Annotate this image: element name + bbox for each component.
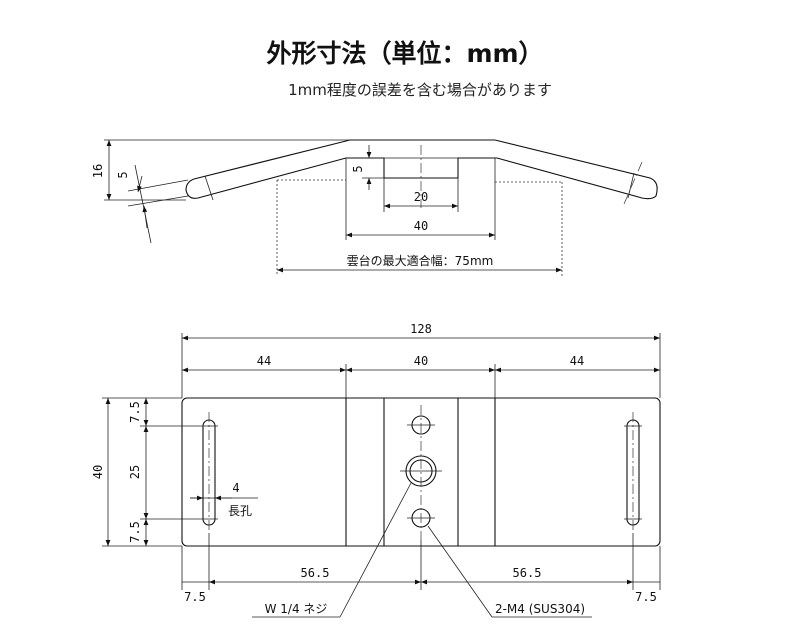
thread-leader bbox=[339, 482, 412, 618]
top-view: 4 長孔 128 44 40 44 40 7.5 25 7.5 bbox=[91, 322, 661, 618]
dim-height-total: 16 bbox=[91, 164, 105, 178]
right-tip-line bbox=[627, 172, 635, 199]
dim-slot-length: 25 bbox=[128, 465, 142, 479]
slot-label: 長孔 bbox=[228, 504, 252, 518]
right-end-center-line bbox=[623, 161, 643, 205]
ext-line-bend-top bbox=[127, 179, 189, 192]
dim-arrow-bend-top bbox=[137, 175, 143, 193]
dim-left-span: 44 bbox=[257, 354, 271, 368]
ext-line-bend-bottom bbox=[127, 195, 189, 207]
dim-edge-offset-top: 7.5 bbox=[128, 401, 142, 423]
dim-recess-depth: 5 bbox=[351, 165, 365, 172]
dim-right-hole-distance: 56.5 bbox=[513, 566, 542, 580]
dim-max-fit: 雲台の最大適合幅：75mm bbox=[347, 253, 494, 268]
dim-left-hole-distance: 56.5 bbox=[301, 566, 330, 580]
page-title: 外形寸法（単位：mm） bbox=[266, 39, 543, 68]
dim-bend-rise: 5 bbox=[116, 171, 130, 178]
dim-slot-width-top: 4 bbox=[232, 481, 239, 495]
left-tip-line bbox=[204, 175, 214, 201]
thread-label: W 1/4 ネジ bbox=[265, 602, 328, 616]
m4-label: 2-M4 (SUS304) bbox=[495, 602, 585, 616]
dim-overall-length: 128 bbox=[410, 322, 432, 336]
side-view: 16 5 5 20 40 雲台の最大適合幅：75mm bbox=[91, 139, 658, 276]
dim-center-span: 40 bbox=[414, 354, 428, 368]
m4-leader bbox=[427, 525, 493, 618]
dim-right-span: 44 bbox=[570, 354, 584, 368]
dim-slot-width: 20 bbox=[414, 190, 428, 204]
bend-leader bbox=[134, 164, 152, 244]
dim-right-edge-offset: 7.5 bbox=[635, 590, 657, 604]
dim-arrow-bend-bottom bbox=[142, 205, 148, 229]
dim-edge-offset-bottom: 7.5 bbox=[128, 521, 142, 543]
dim-overall-width: 40 bbox=[91, 465, 105, 479]
dim-pad-width: 40 bbox=[414, 219, 428, 233]
dim-left-edge-offset: 7.5 bbox=[184, 590, 206, 604]
page-subtitle: 1mm程度の誤差を含む場合があります bbox=[288, 81, 552, 99]
